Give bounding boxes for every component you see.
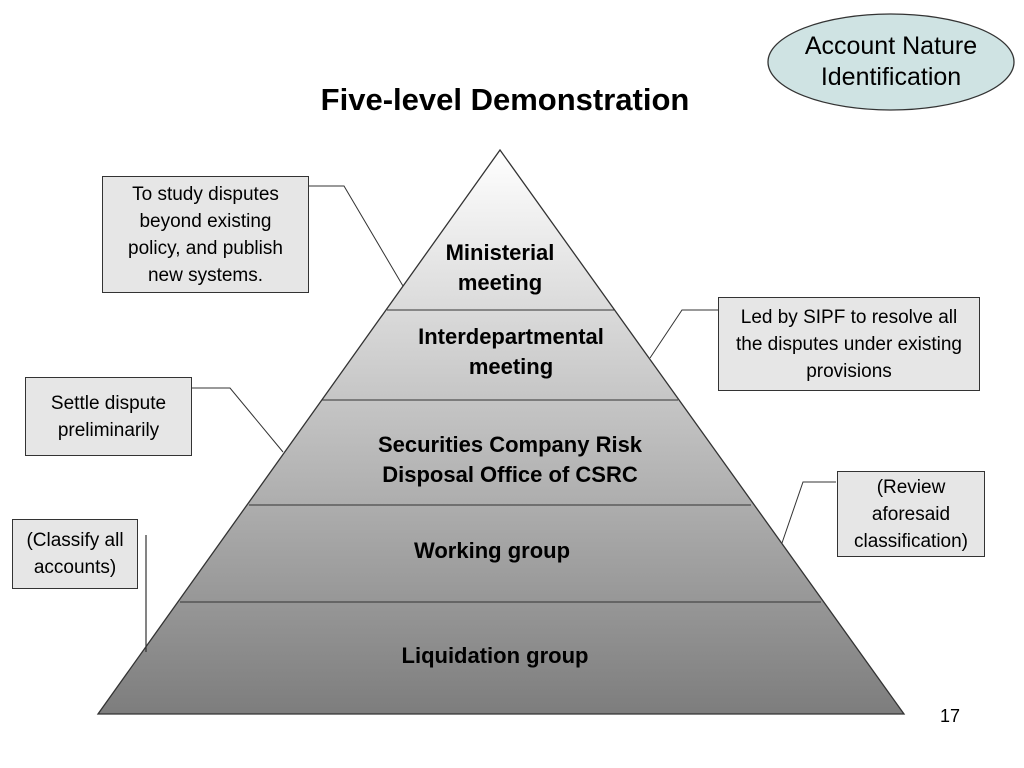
pyramid-shape bbox=[96, 148, 906, 715]
callout-ministerial: To study disputes beyond existing policy… bbox=[102, 176, 309, 293]
page-title: Five-level Demonstration bbox=[320, 82, 690, 117]
callout-interdepartmental: Led by SIPF to resolve all the disputes … bbox=[718, 297, 980, 391]
page-number: 17 bbox=[939, 706, 961, 726]
connector-working-group bbox=[781, 481, 836, 544]
connector-ministerial bbox=[308, 185, 404, 287]
badge-oval-shape bbox=[767, 13, 1015, 111]
level-csrc-risk-disposal-office: Securities Company Risk Disposal Office … bbox=[377, 432, 643, 487]
level-working-group: Working group bbox=[413, 538, 571, 563]
account-nature-badge: Account Nature Identification bbox=[804, 32, 978, 91]
callout-working-group: (Review aforesaid classification) bbox=[837, 471, 985, 557]
callout-liquidation: (Classify all accounts) bbox=[12, 519, 138, 589]
connector-interdepartmental bbox=[649, 309, 718, 359]
level-interdepartmental-meeting: Interdepartmental meeting bbox=[418, 324, 604, 379]
connector-csrc-office bbox=[192, 387, 284, 453]
level-liquidation-group: Liquidation group bbox=[401, 643, 589, 668]
level-ministerial-meeting: Ministerial meeting bbox=[445, 240, 555, 295]
callout-csrc-office: Settle dispute preliminarily bbox=[25, 377, 192, 456]
